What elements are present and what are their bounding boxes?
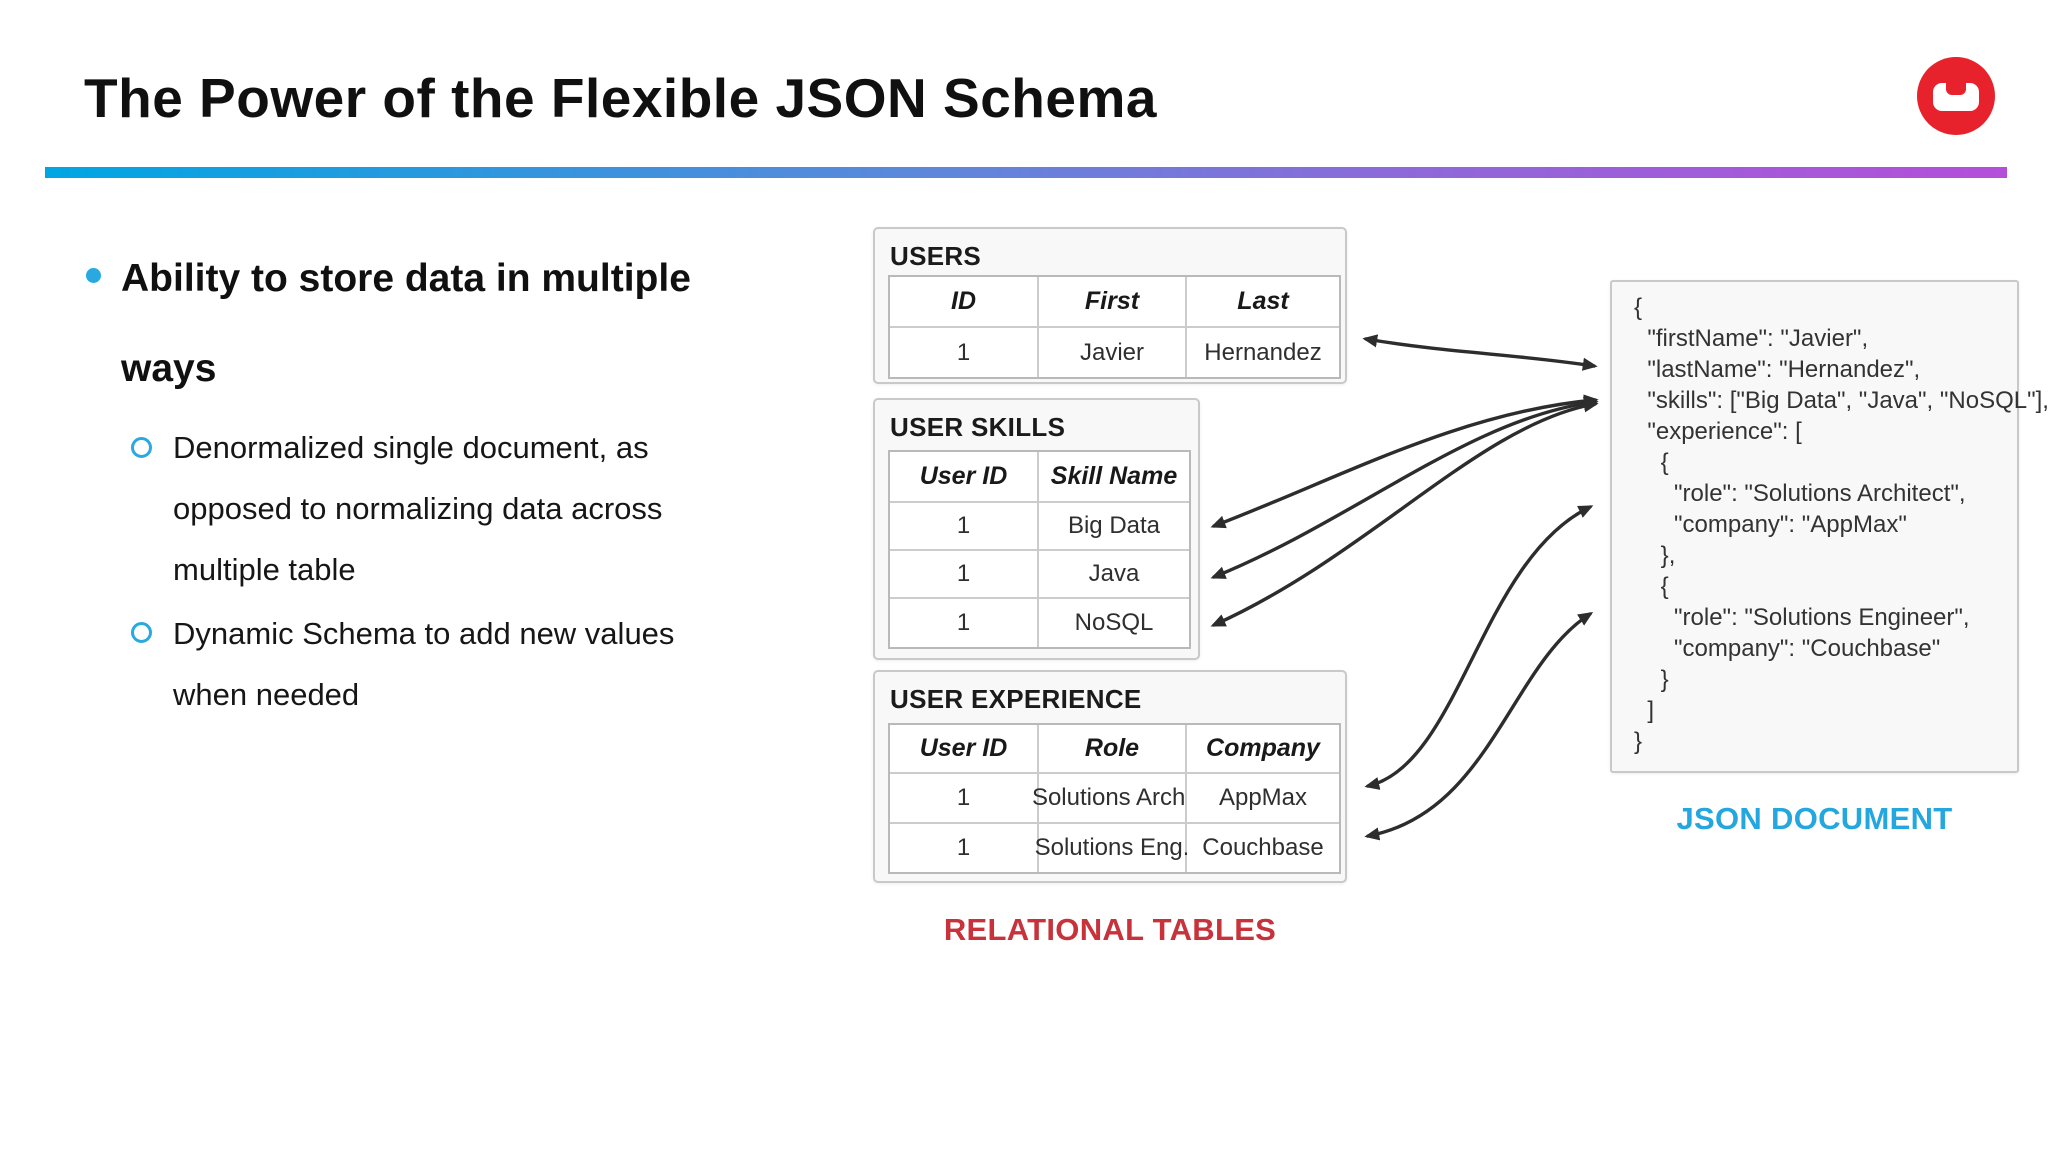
table-cell: Hernandez xyxy=(1187,328,1339,377)
user-skills-table: User ID Skill Name 1 Big Data 1 Java 1 N… xyxy=(888,450,1191,649)
arrow-skill-java-to-json xyxy=(1210,396,1599,579)
table-user-skills-panel: USER SKILLS User ID Skill Name 1 Big Dat… xyxy=(873,398,1200,660)
arrow-users-to-json xyxy=(1362,334,1598,371)
json-document-caption: JSON DOCUMENT xyxy=(1676,801,1953,836)
table-user-experience-panel: USER EXPERIENCE User ID Role Company 1 S… xyxy=(873,670,1347,883)
column-header: First xyxy=(1039,277,1187,328)
table-cell: Big Data xyxy=(1039,503,1189,551)
column-header: Role xyxy=(1039,725,1187,774)
couchbase-logo-icon xyxy=(1917,57,1995,135)
table-cell: NoSQL xyxy=(1039,599,1189,647)
column-header: User ID xyxy=(890,452,1039,503)
bullet-main-line: ways xyxy=(121,347,217,390)
column-header: ID xyxy=(890,277,1039,328)
json-document-text: { "firstName": "Javier", "lastName": "He… xyxy=(1634,294,2048,755)
logo-couch-notch xyxy=(1946,83,1966,95)
page-title: The Power of the Flexible JSON Schema xyxy=(84,67,1157,129)
arrow-experience-appmax-to-json xyxy=(1364,505,1594,790)
table-cell: Javier xyxy=(1039,328,1187,377)
table-cell: 1 xyxy=(890,328,1039,377)
table-cell: Couchbase xyxy=(1187,824,1339,872)
arrow-skill-nosql-to-json xyxy=(1210,399,1599,627)
table-cell: 1 xyxy=(890,551,1039,599)
bullet-sub-line: multiple table xyxy=(173,552,356,587)
bullet-main-line: Ability to store data in multiple xyxy=(121,257,691,300)
bullet-sub-text: Denormalized single document, as opposed… xyxy=(173,417,662,600)
column-header: Skill Name xyxy=(1039,452,1189,503)
bullet-sub-text: Dynamic Schema to add new values when ne… xyxy=(173,603,674,725)
bullet-sub-line: when needed xyxy=(173,677,360,712)
table-title: USERS xyxy=(890,241,982,271)
bullet-sub-line: Denormalized single document, as xyxy=(173,430,649,465)
column-header: Last xyxy=(1187,277,1339,328)
column-header: User ID xyxy=(890,725,1039,774)
relational-tables-caption: RELATIONAL TABLES xyxy=(943,912,1277,947)
table-title: USER EXPERIENCE xyxy=(890,684,1142,714)
table-cell: 1 xyxy=(890,774,1039,824)
bullet-main-text: Ability to store data in multiple ways xyxy=(121,234,691,414)
table-cell: Java xyxy=(1039,551,1189,599)
column-header: Company xyxy=(1187,725,1339,774)
table-cell: 1 xyxy=(890,503,1039,551)
bullet-dot-icon xyxy=(86,268,101,283)
table-cell: AppMax xyxy=(1187,774,1339,824)
table-cell: 1 xyxy=(890,599,1039,647)
bullet-sub-line: Dynamic Schema to add new values xyxy=(173,616,675,651)
table-cell: Solutions Arch. xyxy=(1032,774,1192,824)
arrow-experience-couchbase-to-json xyxy=(1364,611,1594,841)
json-document-panel: { "firstName": "Javier", "lastName": "He… xyxy=(1610,280,2048,773)
title-underline-accent xyxy=(45,167,2007,178)
table-users-panel: USERS ID First Last 1 Javier Hernandez xyxy=(873,227,1347,384)
bullet-circle-icon xyxy=(131,622,152,643)
table-cell: Solutions Eng. xyxy=(1035,824,1189,872)
table-cell: 1 xyxy=(890,824,1039,872)
bullet-circle-icon xyxy=(131,437,152,458)
users-table: ID First Last 1 Javier Hernandez xyxy=(888,275,1341,379)
table-title: USER SKILLS xyxy=(890,412,1066,442)
bullet-sub-line: opposed to normalizing data across xyxy=(173,491,663,526)
arrow-skill-bigdata-to-json xyxy=(1210,394,1599,529)
user-experience-table: User ID Role Company 1 Solutions Arch. A… xyxy=(888,723,1341,874)
